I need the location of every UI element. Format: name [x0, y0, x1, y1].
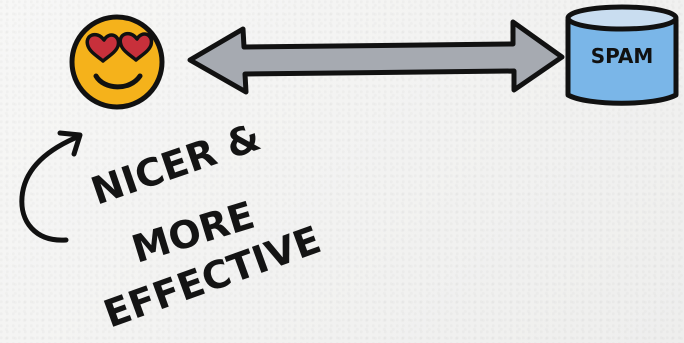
double-headed-arrow: [190, 22, 562, 92]
spam-can-label: SPAM: [591, 44, 654, 68]
note-text: NICER & MORE EFFECTIVE: [86, 115, 327, 337]
curved-arrow-icon: [22, 133, 80, 240]
heart-eyes-smiley-icon: [72, 17, 162, 107]
spam-can-icon: SPAM: [568, 7, 676, 103]
spam-can-lid: [568, 7, 676, 29]
